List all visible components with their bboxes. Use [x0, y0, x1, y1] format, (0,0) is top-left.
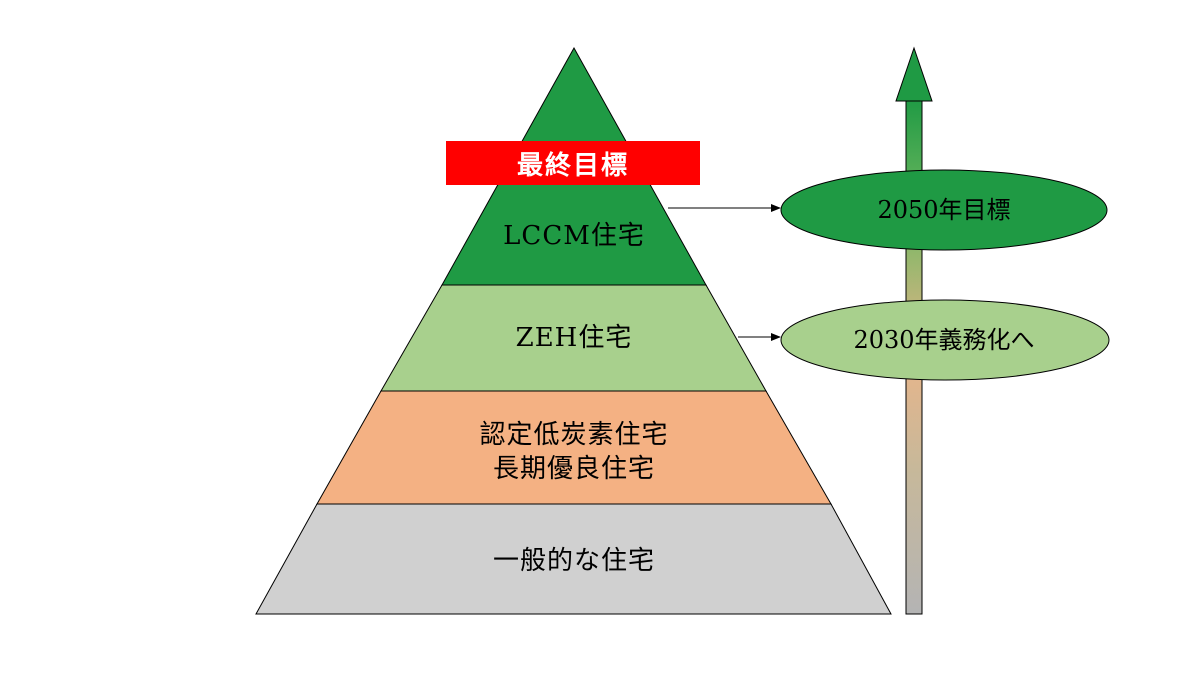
tier-certified-label-line2: 長期優良住宅	[492, 454, 655, 484]
tier-general	[255, 503, 892, 615]
progress-arrow-head	[895, 46, 933, 102]
target-ellipse-2030	[780, 299, 1110, 381]
target-ellipse-2050	[780, 169, 1108, 251]
target-2050-label: 2050年目標	[877, 196, 1011, 224]
tier-lccm-label: LCCM住宅	[503, 221, 645, 251]
tier-general-label: 一般的な住宅	[492, 546, 655, 576]
tier-zeh-label: ZEH住宅	[515, 323, 633, 353]
final-goal-badge: 最終目標	[446, 141, 700, 185]
tier-certified-label-line1: 認定低炭素住宅	[479, 420, 669, 450]
target-2030-label: 2030年義務化へ	[853, 326, 1035, 354]
